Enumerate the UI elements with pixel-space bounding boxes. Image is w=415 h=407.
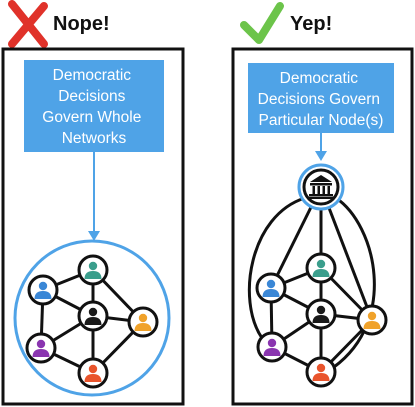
particular-node-label: Democratic Decisions Govern Particular N… bbox=[258, 70, 385, 129]
person-node-purple bbox=[25, 332, 57, 364]
whole-network-label-box bbox=[24, 60, 164, 152]
person-node-red bbox=[77, 357, 109, 389]
whole-network-label: Democratic Decisions Govern Whole Networ… bbox=[42, 67, 145, 147]
right-panel bbox=[231, 47, 414, 406]
person-node-black bbox=[77, 300, 109, 332]
left-network-nodes bbox=[25, 254, 159, 389]
network-edge bbox=[333, 196, 376, 369]
person-node-blue bbox=[27, 274, 59, 306]
right-network-nodes bbox=[255, 252, 388, 388]
person-node-black bbox=[305, 298, 337, 330]
left-panel bbox=[1, 47, 185, 406]
whole-network-ring bbox=[13, 239, 171, 397]
person-node-teal bbox=[77, 254, 109, 286]
cross-icon bbox=[8, 0, 48, 48]
nope-heading: Nope! bbox=[53, 13, 110, 35]
institution-building-icon bbox=[297, 163, 345, 211]
person-node-red bbox=[305, 356, 337, 388]
person-node-orange bbox=[127, 306, 159, 338]
right-arrow bbox=[315, 133, 327, 161]
left-arrow bbox=[88, 152, 100, 241]
yep-heading: Yep! bbox=[290, 13, 332, 35]
checkmark-icon bbox=[240, 2, 284, 44]
person-node-blue bbox=[255, 272, 287, 304]
network-edge bbox=[319, 186, 374, 321]
person-node-orange bbox=[356, 304, 388, 336]
person-node-purple bbox=[256, 331, 288, 363]
particular-node-label-box bbox=[248, 63, 394, 133]
person-node-teal bbox=[305, 252, 337, 284]
network-edge bbox=[247, 196, 306, 339]
